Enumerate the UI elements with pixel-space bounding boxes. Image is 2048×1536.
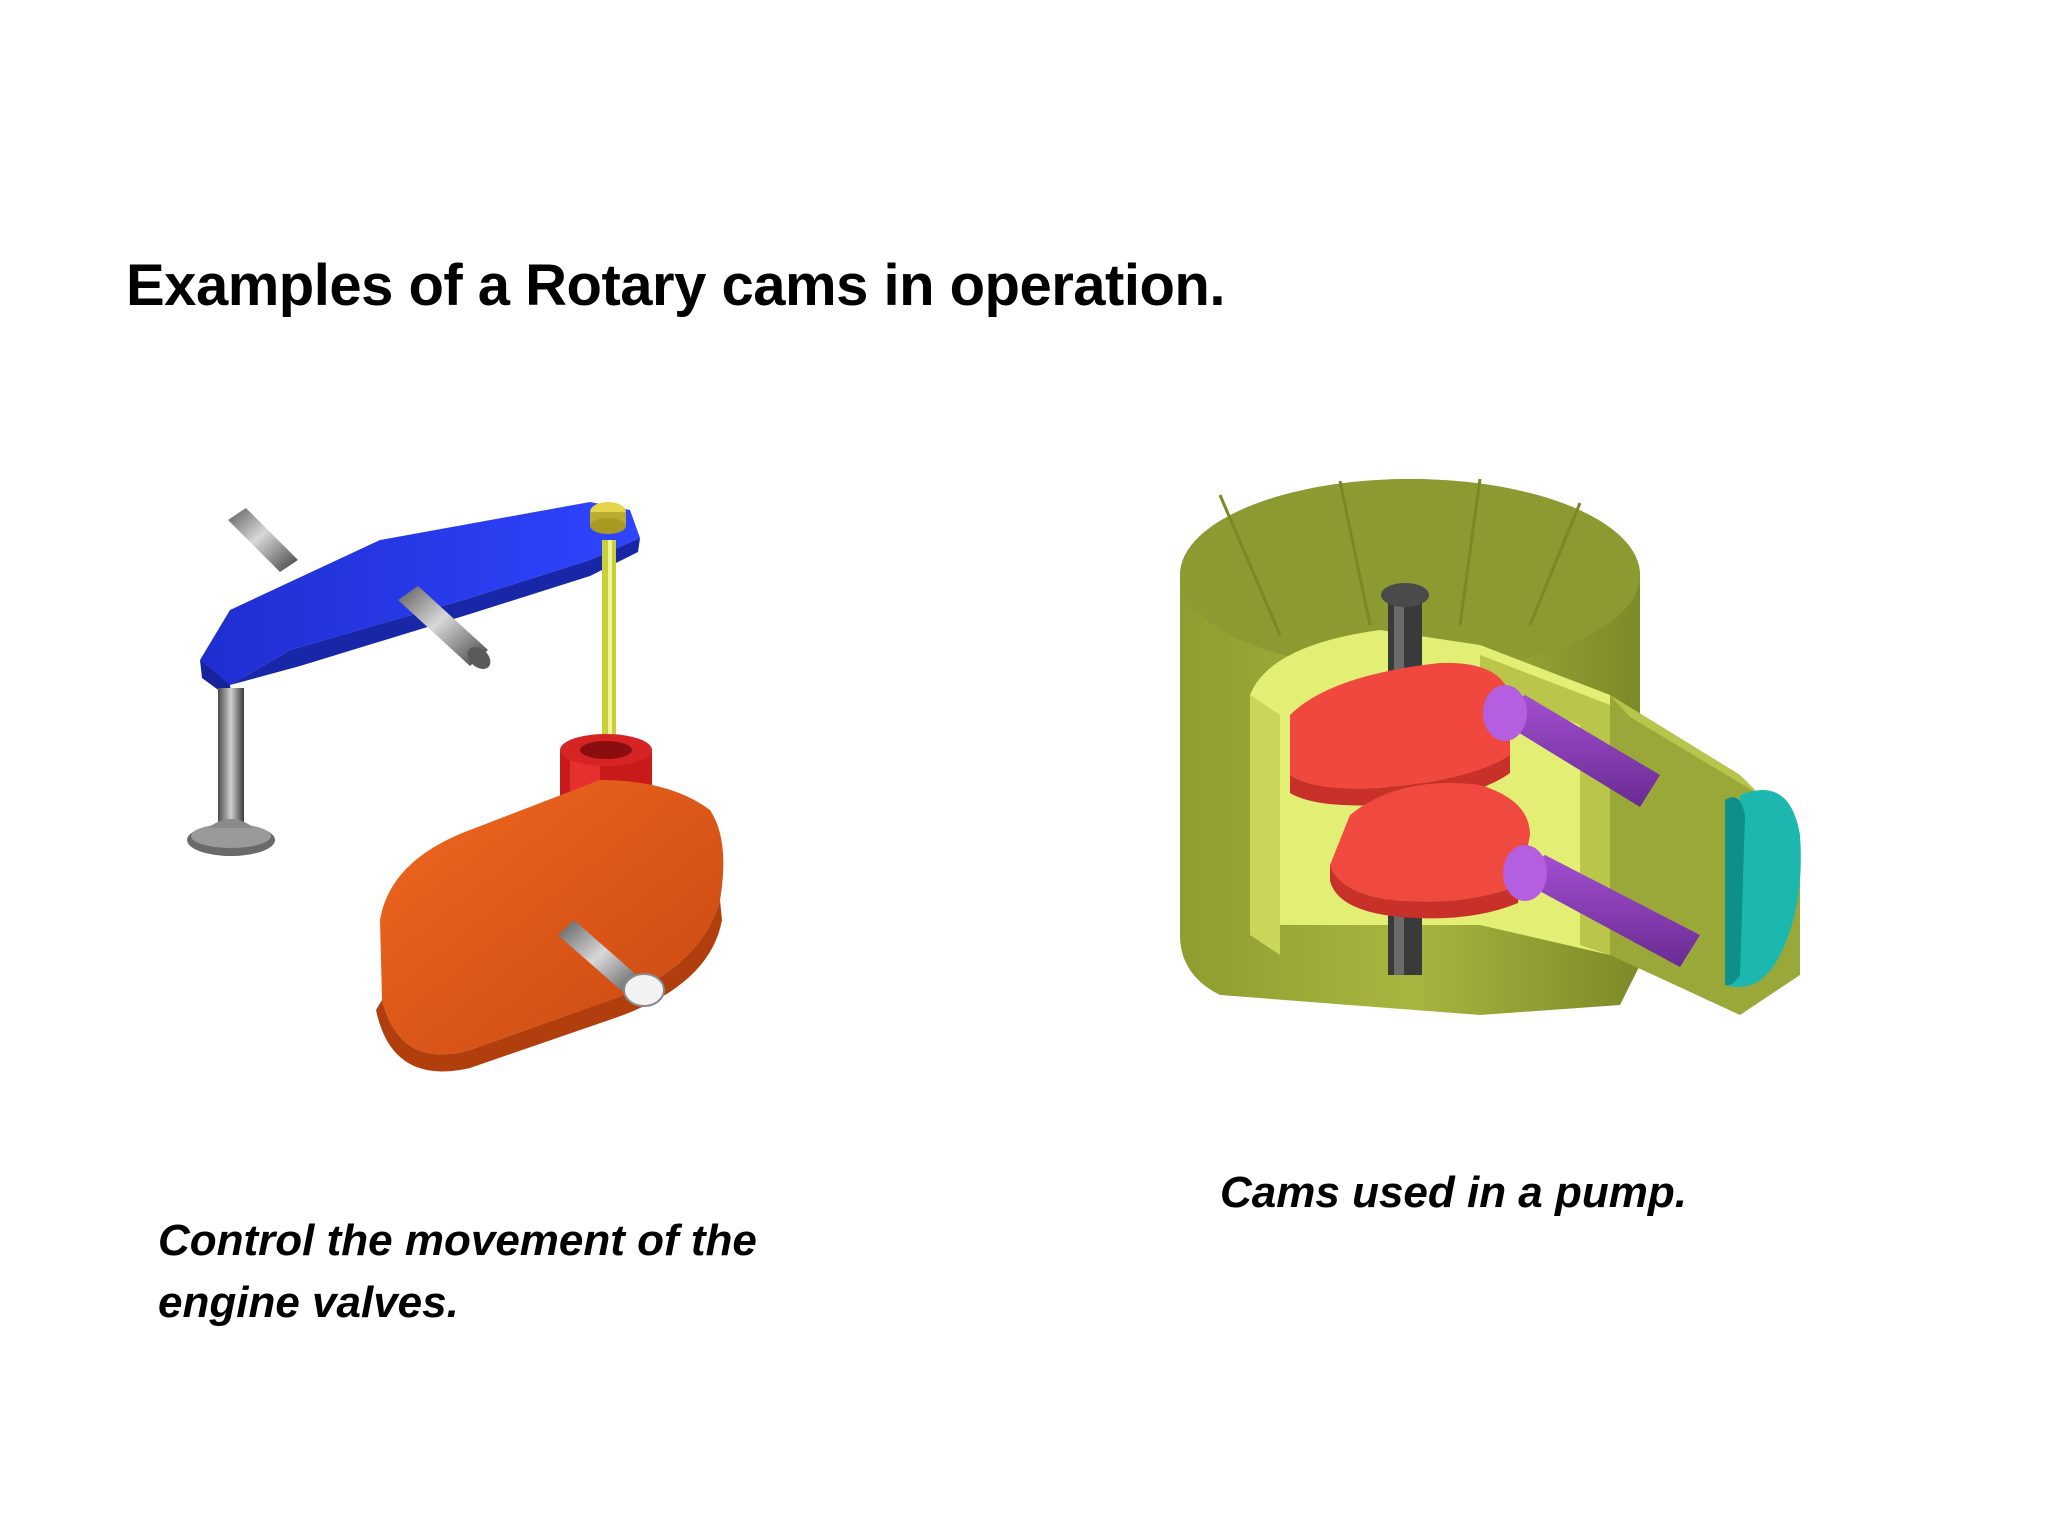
valve	[187, 688, 275, 856]
cam-lobe	[376, 780, 724, 1072]
pump-cam-illustration	[1180, 478, 1801, 1015]
push-rod	[602, 540, 616, 780]
pump-caption: Cams used in a pump.	[1220, 1168, 1687, 1217]
engine-valve-caption: Control the movement of the engine valve…	[158, 1210, 858, 1334]
rocker-shaft	[228, 508, 298, 572]
engine-valve-cam-illustration	[187, 502, 724, 1072]
engine-valve-caption-line-2: engine valves.	[158, 1278, 459, 1327]
pivot-pin	[590, 502, 626, 534]
rocker-shaft-front	[398, 586, 491, 669]
pump-end-cap	[1725, 790, 1801, 987]
slide-title: Examples of a Rotary cams in operation.	[126, 253, 1225, 318]
upper-plunger	[1483, 685, 1660, 807]
camshaft	[558, 920, 665, 1007]
lower-plunger	[1503, 845, 1700, 967]
lower-cam	[1330, 783, 1530, 919]
engine-valve-caption-line-1: Control the movement of the	[158, 1216, 757, 1265]
